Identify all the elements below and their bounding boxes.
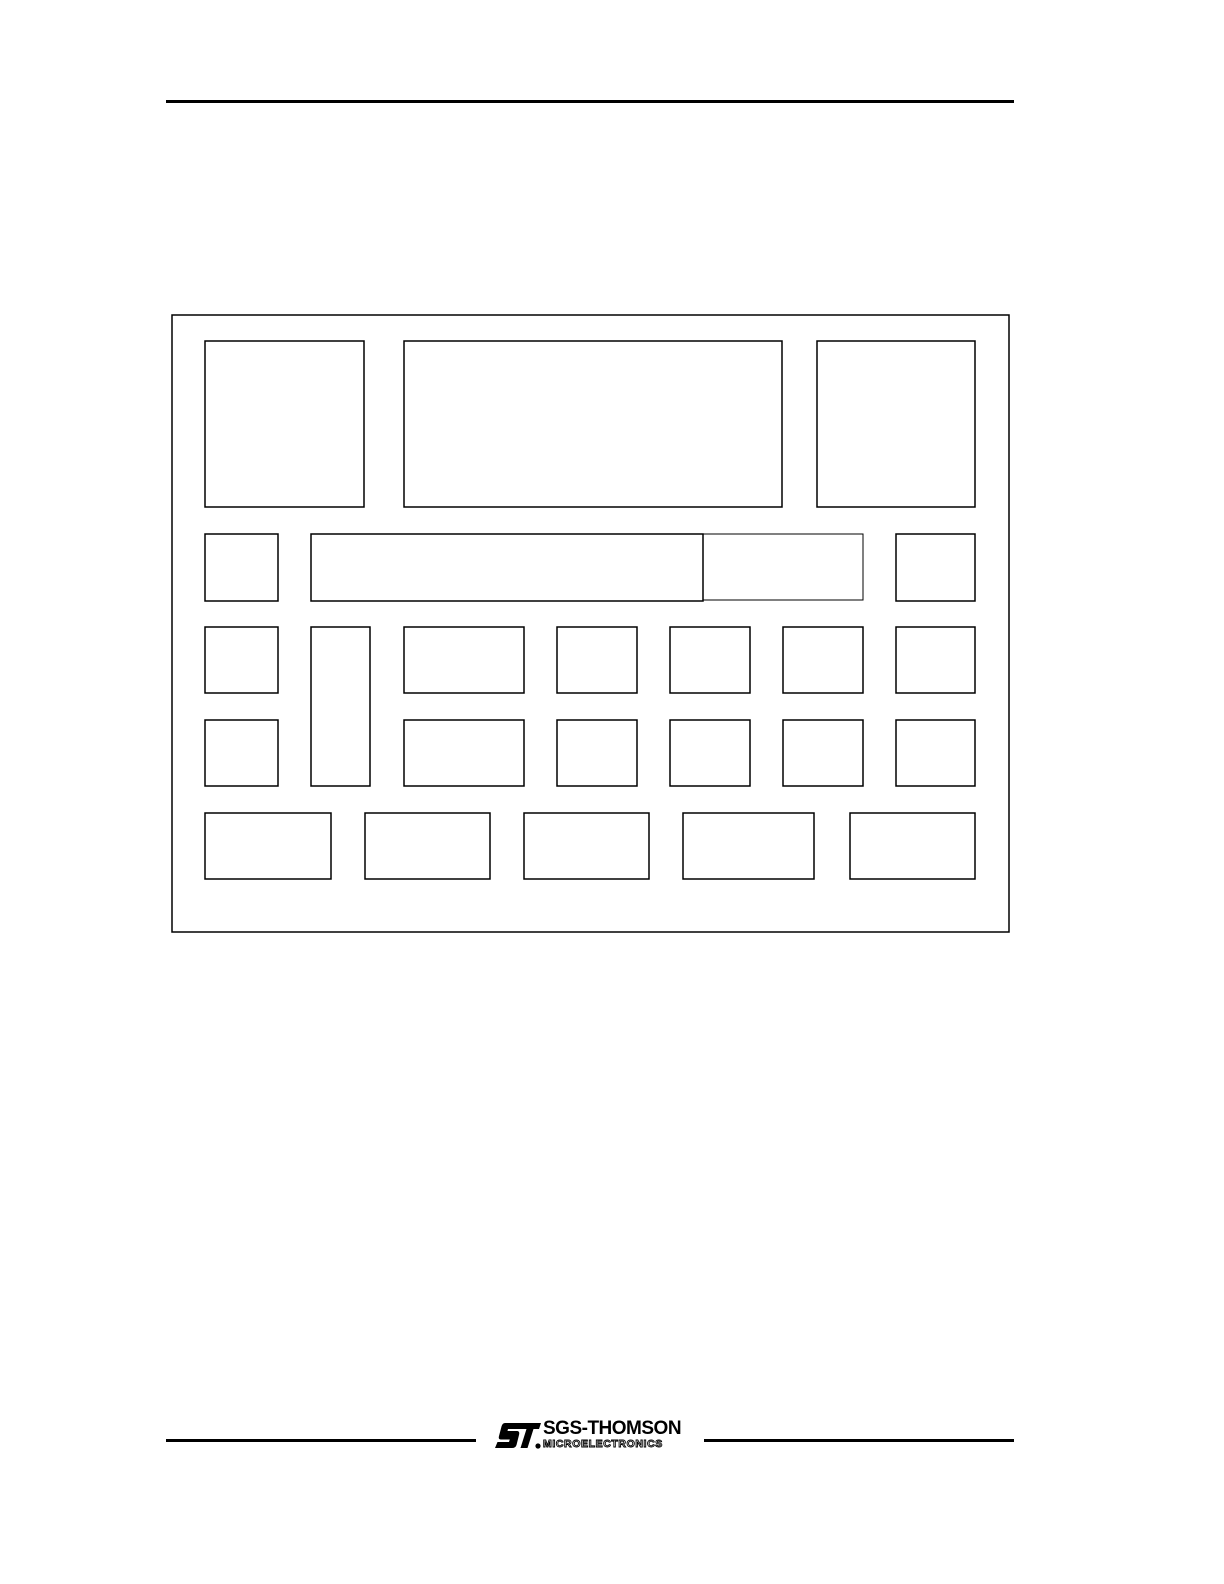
diagram-block — [895, 533, 976, 602]
diagram-block — [310, 533, 704, 602]
diagram-frame — [171, 314, 1010, 933]
diagram-block — [310, 626, 371, 787]
diagram-block — [816, 340, 976, 508]
diagram-block — [204, 340, 365, 508]
diagram-block — [403, 626, 525, 694]
diagram-block — [204, 533, 279, 602]
company-logo: SGS-THOMSON MICROELECTRONICS — [493, 1419, 693, 1453]
diagram-block — [669, 719, 751, 787]
diagram-block — [702, 533, 864, 601]
diagram-block — [204, 812, 332, 880]
diagram-block — [895, 626, 976, 694]
diagram-block — [204, 719, 279, 787]
diagram-block — [669, 626, 751, 694]
diagram-block — [364, 812, 491, 880]
diagram-block — [204, 626, 279, 694]
diagram-block — [895, 719, 976, 787]
logo-company-name: SGS-THOMSON — [543, 1418, 682, 1439]
diagram-block — [782, 719, 864, 787]
diagram-block — [556, 626, 638, 694]
logo-division-name: MICROELECTRONICS — [543, 1438, 663, 1451]
diagram-block — [556, 719, 638, 787]
diagram-block — [523, 812, 650, 880]
diagram-block — [682, 812, 815, 880]
footer-rule-right — [704, 1439, 1014, 1442]
header-rule — [166, 100, 1014, 103]
diagram-block — [849, 812, 976, 880]
diagram-block — [403, 719, 525, 787]
diagram-block — [782, 626, 864, 694]
st-logo-icon — [495, 1423, 541, 1449]
diagram-block — [403, 340, 783, 508]
footer-rule-left — [166, 1439, 476, 1442]
